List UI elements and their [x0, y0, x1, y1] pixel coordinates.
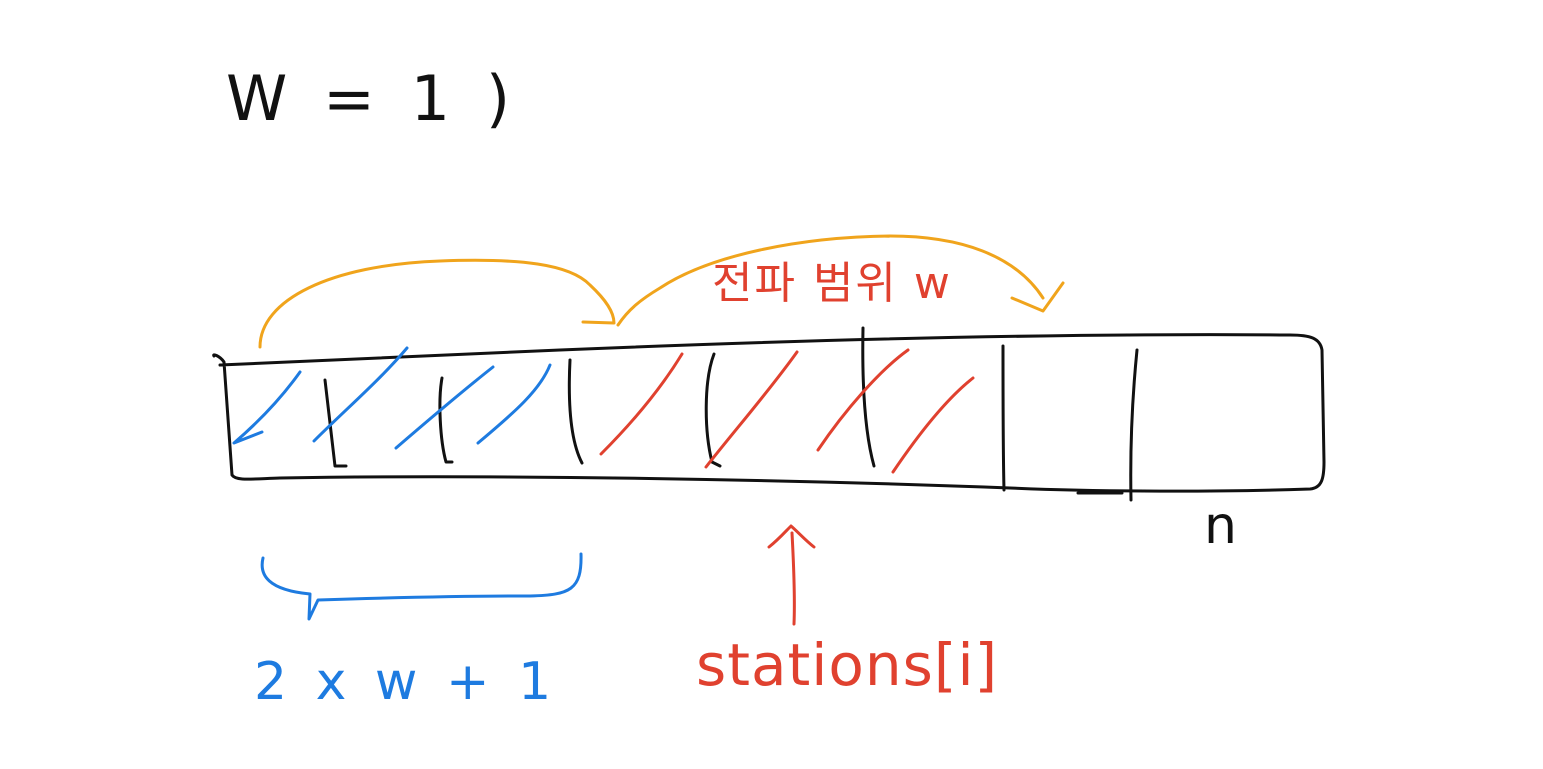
red-hatch-1: [599, 352, 684, 456]
blue-hatch-4: [476, 363, 552, 445]
cell-divider-5: [861, 326, 876, 468]
w-value-note: W = 1 ): [226, 62, 519, 135]
blue-hatch-3: [394, 365, 495, 450]
coverage-formula-label: 2 x w + 1: [254, 652, 558, 712]
n-label: n: [1204, 496, 1237, 556]
range-arc-left: [258, 258, 616, 349]
range-arc-right: [616, 234, 1065, 327]
coverage-brace: [260, 552, 583, 621]
red-hatch-2: [704, 350, 799, 469]
array-strip-outline: [212, 333, 1326, 493]
cell-divider-1: [323, 378, 348, 468]
station-arrow: [767, 524, 816, 626]
cell-divider-2: [438, 376, 454, 464]
cell-divider-4: [704, 352, 722, 468]
red-hatch-4: [891, 376, 975, 474]
range-label: 전파 범위 w: [712, 258, 952, 309]
cell-divider-6: [1001, 344, 1006, 492]
blue-hatch-2: [312, 346, 409, 443]
red-hatch-3: [816, 348, 910, 452]
cell-divider-3: [567, 358, 584, 465]
cell-divider-7: [1076, 348, 1139, 502]
stations-label: stations[i]: [696, 631, 999, 699]
blue-hatch-1: [232, 370, 302, 445]
